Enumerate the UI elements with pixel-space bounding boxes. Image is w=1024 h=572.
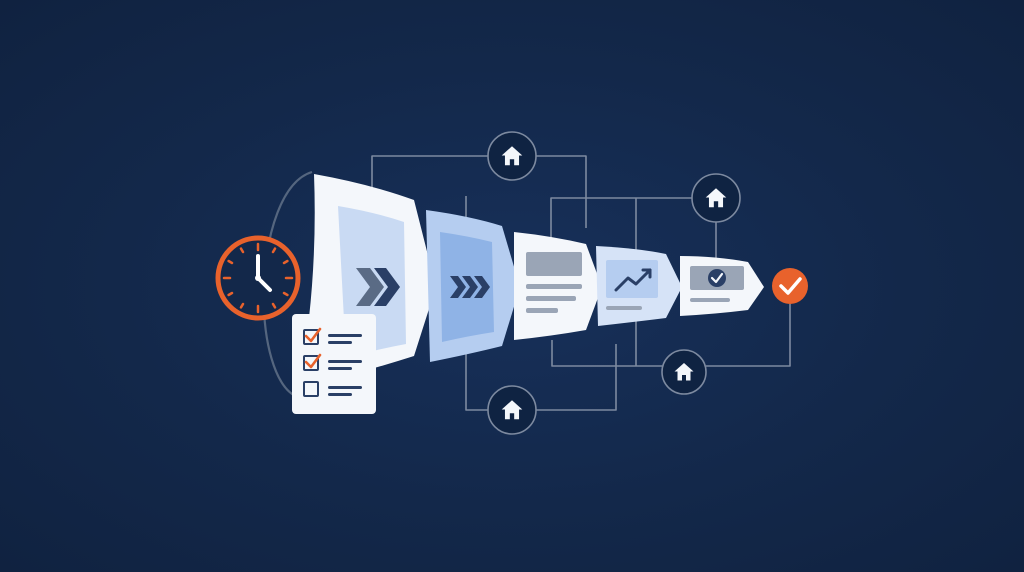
connector-top-right (536, 155, 587, 228)
single-chevron-icon (356, 268, 400, 306)
stage-2-panel (426, 210, 520, 362)
stage-4-panel (596, 246, 682, 326)
check-circle-icon (708, 269, 726, 287)
checklist-item-1 (303, 327, 362, 345)
connector-bottom-mid (536, 344, 617, 411)
document-lines-icon (526, 252, 582, 313)
connector-top (371, 155, 488, 192)
stage-3-panel (514, 232, 602, 340)
checklist-icon (292, 314, 376, 414)
home-node-bottom-right (661, 349, 707, 395)
clock-icon (215, 235, 301, 321)
checklist-item-3 (303, 381, 362, 397)
trend-up-icon (614, 268, 652, 292)
checklist-item-2 (303, 353, 362, 371)
home-node-top (487, 131, 537, 181)
stage-5-panel (680, 256, 764, 316)
connector-end (706, 304, 791, 367)
connector-bottom-right (551, 340, 662, 367)
triple-chevron-icon (450, 276, 490, 298)
check-badge-icon (772, 268, 808, 304)
connector-mid-upper (550, 197, 694, 238)
home-node-right (691, 173, 741, 223)
home-node-bottom-left (487, 385, 537, 435)
